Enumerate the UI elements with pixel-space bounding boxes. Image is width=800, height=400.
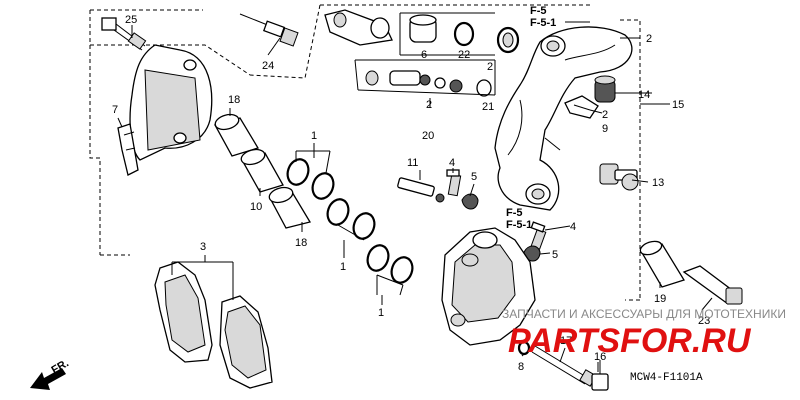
callout-13: 13: [652, 177, 664, 189]
brake-pad-inner: [219, 295, 273, 389]
piston-18-bottom: [268, 186, 312, 229]
callout-7: 7: [112, 104, 118, 116]
callout-8: 8: [518, 361, 524, 373]
watermark-line1: ЗАПЧАСТИ И АКСЕССУАРЫ ДЛЯ МОТОТЕХНИКИ: [502, 307, 786, 321]
callout-3: 3: [200, 241, 206, 253]
ref-f5-top: F-5: [530, 5, 547, 17]
pad-spring: [117, 123, 139, 176]
brake-pad-outer: [154, 261, 213, 363]
pad-retainer-plate: [129, 44, 213, 161]
bolt-24: [239, 13, 299, 47]
callout-17: 17: [560, 335, 572, 347]
piston-10: [240, 148, 284, 193]
watermark-line2: PARTSFOR.RU: [508, 322, 752, 360]
ref-f5-mid: F-5: [506, 207, 523, 219]
callout-14: 14: [638, 89, 650, 101]
cap-5-top: [461, 193, 479, 210]
front-direction-label: FR.: [50, 357, 71, 376]
callout-1-mid: 1: [340, 261, 346, 273]
callout-6: 6: [421, 49, 427, 61]
callout-16: 16: [594, 351, 606, 363]
caliper-bracket: [494, 26, 633, 211]
callout-1-top: 1: [311, 130, 317, 142]
callout-2-retainer: 2: [602, 109, 608, 121]
piston-seal-group-bottom: [366, 244, 414, 284]
callout-25: 25: [125, 14, 137, 26]
callout-10: 10: [250, 201, 262, 213]
ref-f51-top: F-5-1: [530, 17, 556, 29]
piston-seal-group-mid: [326, 198, 376, 240]
callout-5-bottom: 5: [552, 249, 558, 261]
callout-2-20: 2: [426, 99, 432, 111]
bolt-25: [101, 17, 147, 51]
pin-boot-kit: [324, 9, 520, 54]
callout-2-bracket: 2: [646, 33, 652, 45]
front-direction-arrow: FR.: [30, 357, 71, 390]
callout-18-top: 18: [228, 94, 240, 106]
callout-9: 9: [602, 123, 608, 135]
callout-2-21: 2: [487, 61, 493, 73]
piston-seal-group-top: [286, 158, 335, 200]
callout-19: 19: [654, 293, 666, 305]
callout-15: 15: [672, 99, 684, 111]
callout-20: 20: [422, 130, 434, 142]
bleeder-4-top: [446, 169, 462, 197]
bleeder-11: [397, 177, 445, 203]
ref-f51-mid: F-5-1: [506, 219, 532, 231]
callout-23: 23: [698, 315, 710, 327]
piston-18-top: [214, 113, 259, 157]
callout-24: 24: [262, 60, 274, 72]
callout-18-bottom: 18: [295, 237, 307, 249]
reference-labels: F-5 F-5-1 F-5 F-5-1: [506, 5, 590, 231]
pin-boot-kit-lower: [354, 12, 496, 97]
watermark: ЗАПЧАСТИ И АКСЕССУАРЫ ДЛЯ МОТОТЕХНИКИ PA…: [502, 307, 786, 360]
bleeder-4-bottom: [530, 221, 547, 250]
callout-1-bottom: 1: [378, 307, 384, 319]
callout-labels: 25 24 6 22 2 21 2 20 2 14 15 2 9 7 18 1 …: [112, 14, 710, 373]
bolt-16: [591, 360, 609, 391]
callout-4-bottom: 4: [570, 221, 576, 233]
assembly-boundary: [89, 4, 670, 301]
caliper-body: [441, 227, 536, 346]
callout-4-top: 4: [449, 157, 455, 169]
sleeve-19: [639, 240, 685, 288]
callout-11: 11: [407, 157, 418, 169]
callout-5-top: 5: [471, 171, 477, 183]
callout-21: 21: [482, 101, 494, 113]
bolt-23: [682, 265, 743, 305]
callout-22: 22: [458, 49, 470, 61]
diagram-code: MCW4-F1101A: [630, 372, 703, 384]
leader-lines: [117, 25, 713, 372]
pin-13: [599, 163, 639, 191]
pad-retainer-9: [564, 95, 599, 119]
rubber-boot-14: [594, 75, 616, 103]
